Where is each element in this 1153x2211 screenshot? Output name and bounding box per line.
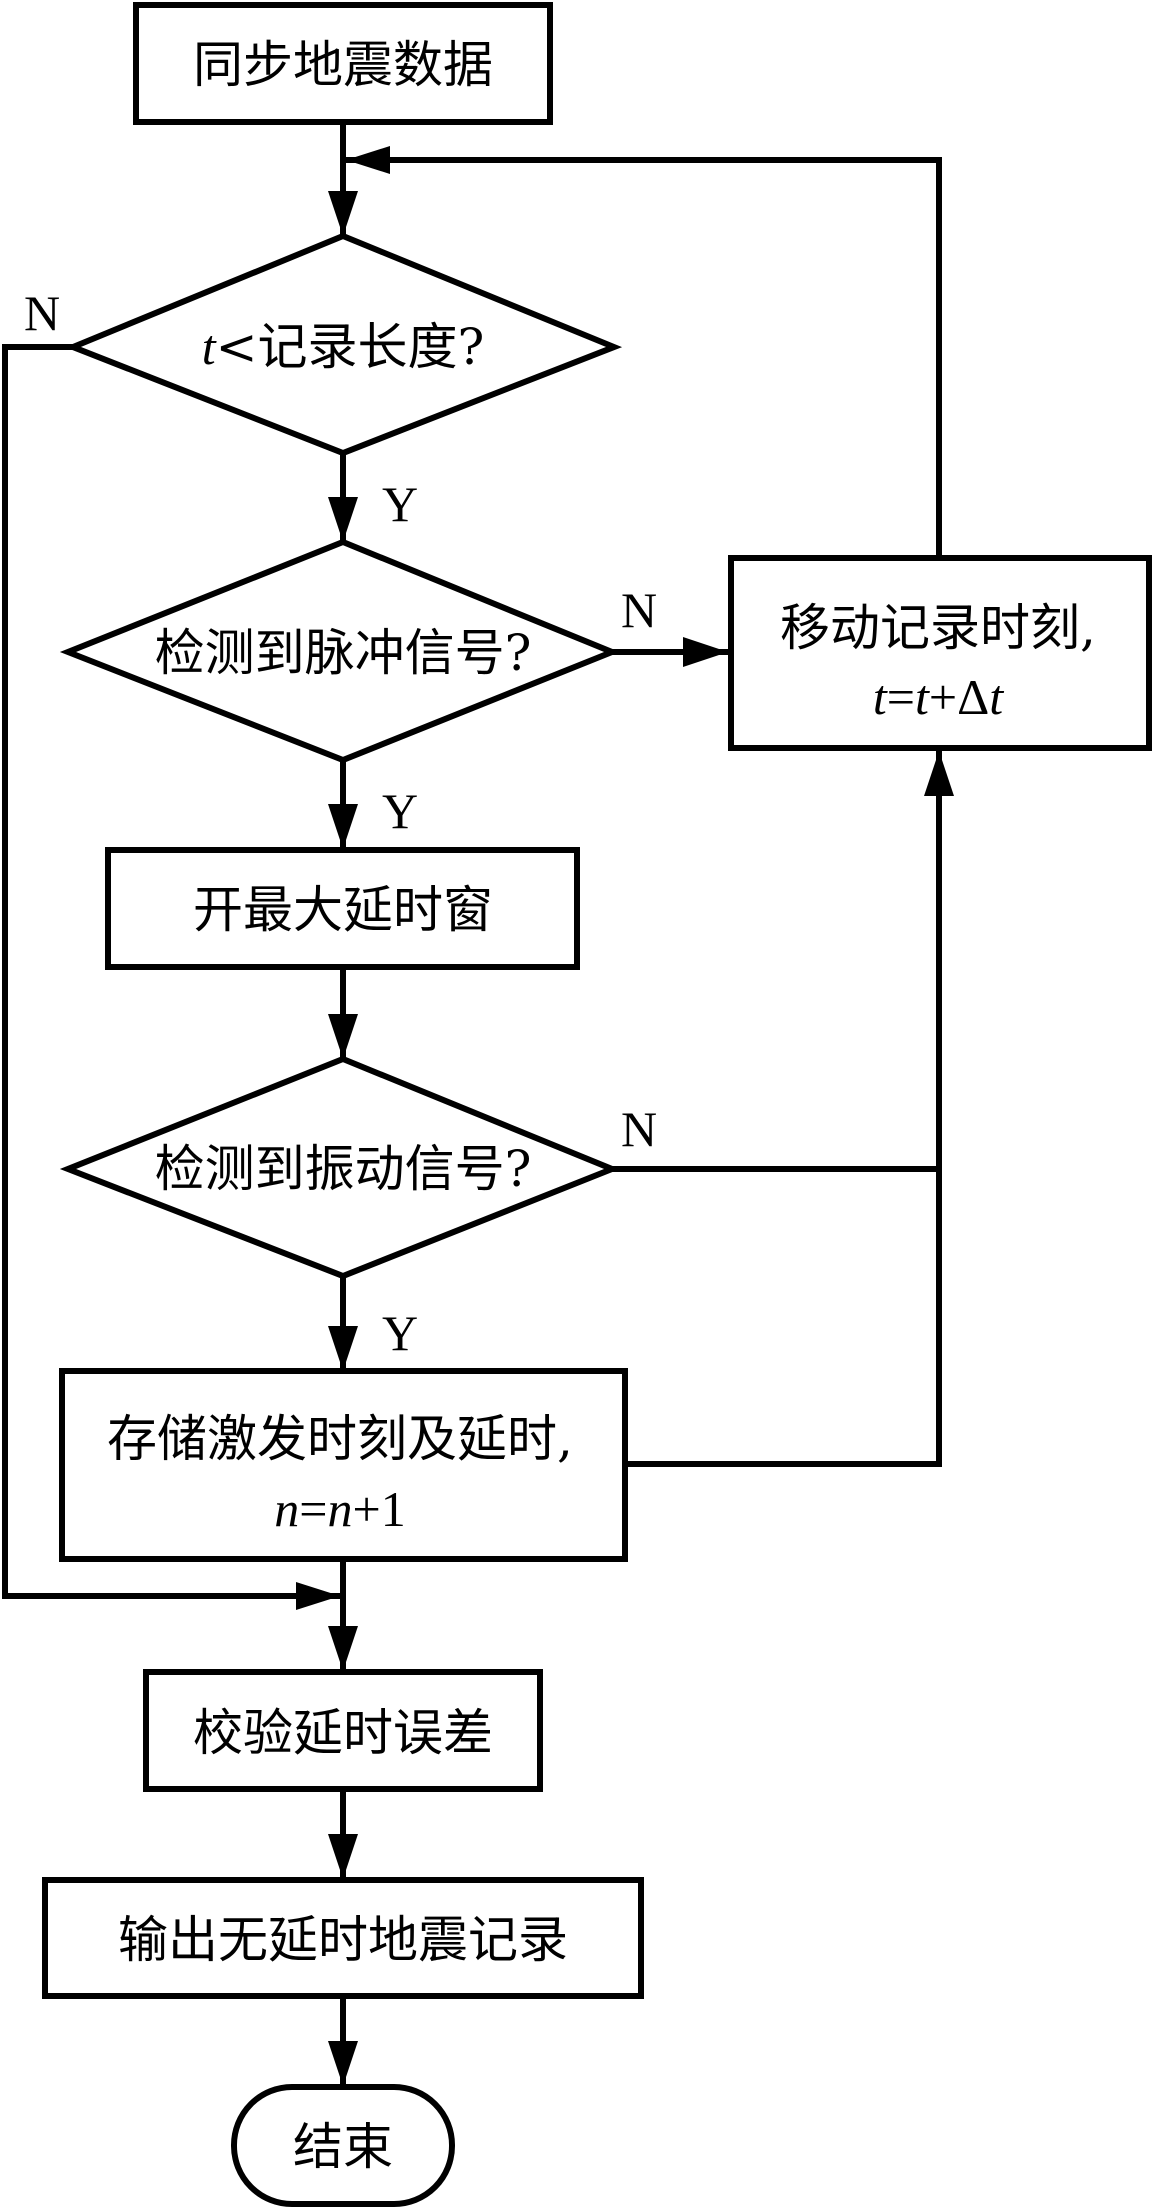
- decision-record-length[interactable]: t<记录长度?: [64, 232, 623, 457]
- node-label: 检测到振动信号?: [155, 1140, 532, 1198]
- arrowhead-down-icon: [328, 1834, 358, 1879]
- edge-label-length-no: N: [24, 285, 60, 341]
- edge-store-to-move: [623, 746, 942, 1467]
- arrowhead-down-icon: [328, 1326, 358, 1371]
- node-sync-seismic-data[interactable]: 同步地震数据: [133, 2, 553, 125]
- edge-label-length-yes: Y: [382, 476, 418, 532]
- node-move-record-time[interactable]: 移动记录时刻, t=t+Δt: [728, 555, 1152, 751]
- node-label: 同步地震数据: [193, 36, 493, 94]
- node-store-shot-time-and-delay[interactable]: 存储激发时刻及延时, n=n+1: [59, 1368, 628, 1562]
- node-label: 结束: [293, 2118, 393, 2176]
- arrowhead-down-icon: [328, 2041, 358, 2086]
- node-label: 开最大延时窗: [193, 881, 493, 939]
- arrowhead-down-icon: [328, 497, 358, 542]
- node-verify-delay-error[interactable]: 校验延时误差: [143, 1669, 543, 1792]
- edge-length-no: [2, 344, 346, 1599]
- edge-label-pulse-no: N: [621, 582, 657, 638]
- node-label-line2: n=n+1: [274, 1481, 405, 1537]
- arrowhead-down-icon: [328, 191, 358, 236]
- node-label: 输出无延时地震记录: [118, 1911, 568, 1969]
- edge-loop-back: [340, 157, 942, 561]
- node-label-line2: t=t+Δt: [873, 669, 1004, 725]
- node-label: 检测到脉冲信号?: [155, 624, 532, 682]
- edge-label-vibration-yes: Y: [382, 1305, 418, 1361]
- arrowhead-down-icon: [328, 804, 358, 849]
- node-end[interactable]: 结束: [231, 2084, 455, 2207]
- arrowhead-up-icon: [924, 751, 954, 796]
- node-label-line1: 存储激发时刻及延时,: [107, 1410, 573, 1468]
- edge-label-pulse-yes: Y: [382, 783, 418, 839]
- arrowhead-right-icon: [683, 637, 728, 667]
- arrowhead-right-icon: [296, 1582, 340, 1610]
- node-label: t<记录长度?: [202, 318, 485, 376]
- node-label: 校验延时误差: [193, 1704, 493, 1762]
- arrowhead-left-icon: [346, 146, 390, 174]
- decision-vibration-detected[interactable]: 检测到振动信号?: [59, 1055, 621, 1280]
- arrowhead-down-icon: [328, 1626, 358, 1671]
- node-output-seismic-record[interactable]: 输出无延时地震记录: [42, 1877, 644, 1999]
- decision-pulse-detected[interactable]: 检测到脉冲信号?: [59, 538, 620, 764]
- node-open-max-delay-window[interactable]: 开最大延时窗: [105, 847, 580, 970]
- node-label-line1: 移动记录时刻,: [780, 599, 1096, 657]
- edge-label-vibration-no: N: [621, 1101, 657, 1157]
- arrowhead-down-icon: [328, 1014, 358, 1059]
